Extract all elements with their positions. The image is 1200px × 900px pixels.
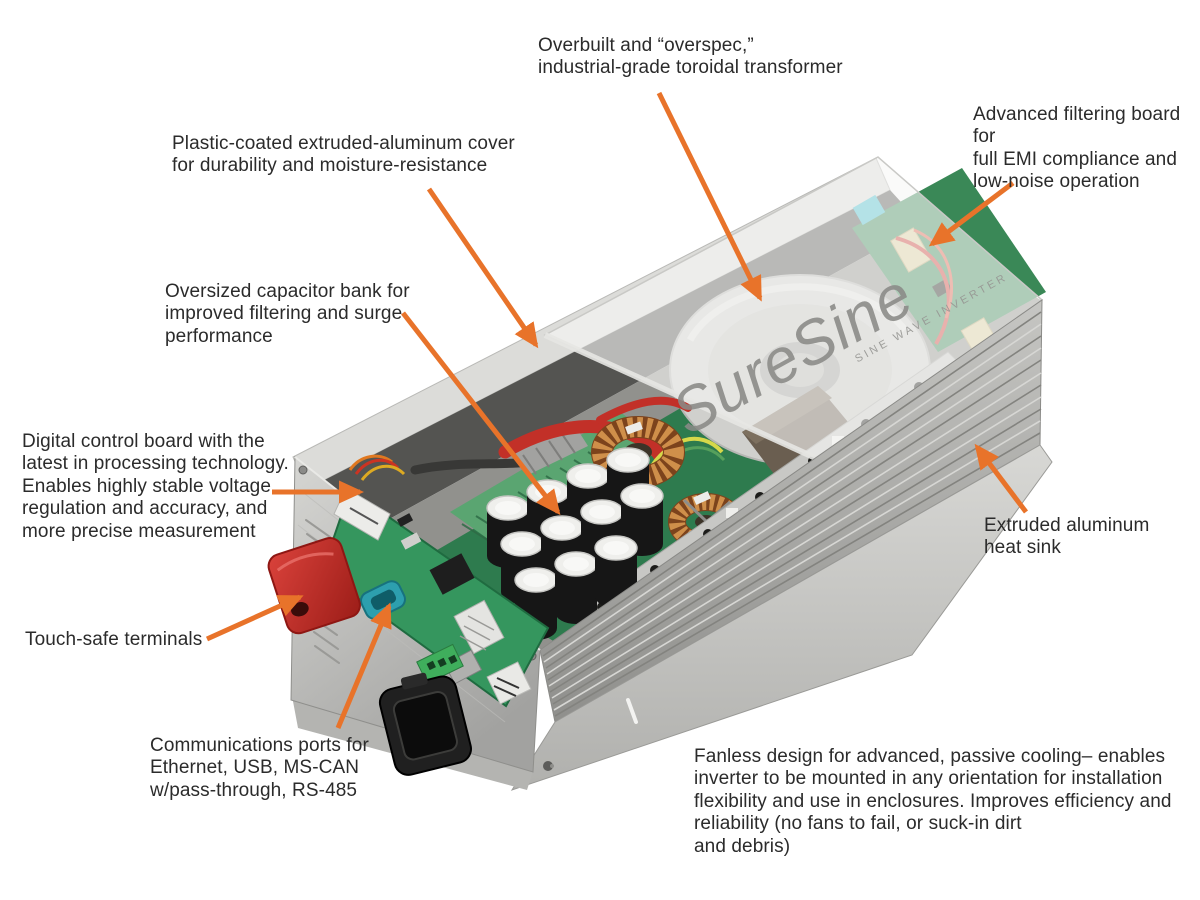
label-communications-ports: Communications ports for Ethernet, USB, … bbox=[150, 735, 369, 801]
label-heat-sink: Extruded aluminum heat sink bbox=[984, 515, 1150, 559]
arrow-toroidal-transformer bbox=[656, 91, 763, 302]
callout-arrows bbox=[205, 91, 1028, 729]
label-digital-control-board: Digital control board with the latest in… bbox=[22, 431, 289, 542]
ribbon-header bbox=[453, 599, 505, 655]
arrow-touch-safe bbox=[205, 594, 304, 642]
arrow-comm-ports bbox=[335, 602, 392, 729]
heat-sink-fins bbox=[539, 299, 1043, 723]
terminal-blocks bbox=[416, 643, 532, 705]
digital-control-board bbox=[320, 454, 550, 708]
label-emi-filtering-board: Advanced filtering board for full EMI co… bbox=[973, 104, 1181, 193]
ac-connector-black bbox=[378, 672, 472, 776]
capacitor-bank bbox=[486, 447, 664, 640]
arrow-heat-sink bbox=[974, 443, 1028, 514]
translucent-cover: SureSine SINE WAVE INVERTER bbox=[543, 156, 1044, 463]
label-toroidal-transformer: Overbuilt and “overspec,” industrial-gra… bbox=[538, 35, 843, 79]
arrow-aluminum-cover bbox=[426, 187, 539, 349]
label-touch-safe-terminals: Touch-safe terminals bbox=[25, 629, 203, 650]
arrow-capacitor-bank bbox=[401, 311, 561, 516]
label-fanless-design: Fanless design for advanced, passive coo… bbox=[694, 746, 1172, 857]
label-aluminum-cover: Plastic-coated extruded-aluminum cover f… bbox=[172, 133, 515, 177]
mcu-chip bbox=[429, 553, 475, 595]
arrow-emi-board bbox=[928, 181, 1015, 247]
label-capacitor-bank: Oversized capacitor bank for improved fi… bbox=[165, 281, 410, 347]
